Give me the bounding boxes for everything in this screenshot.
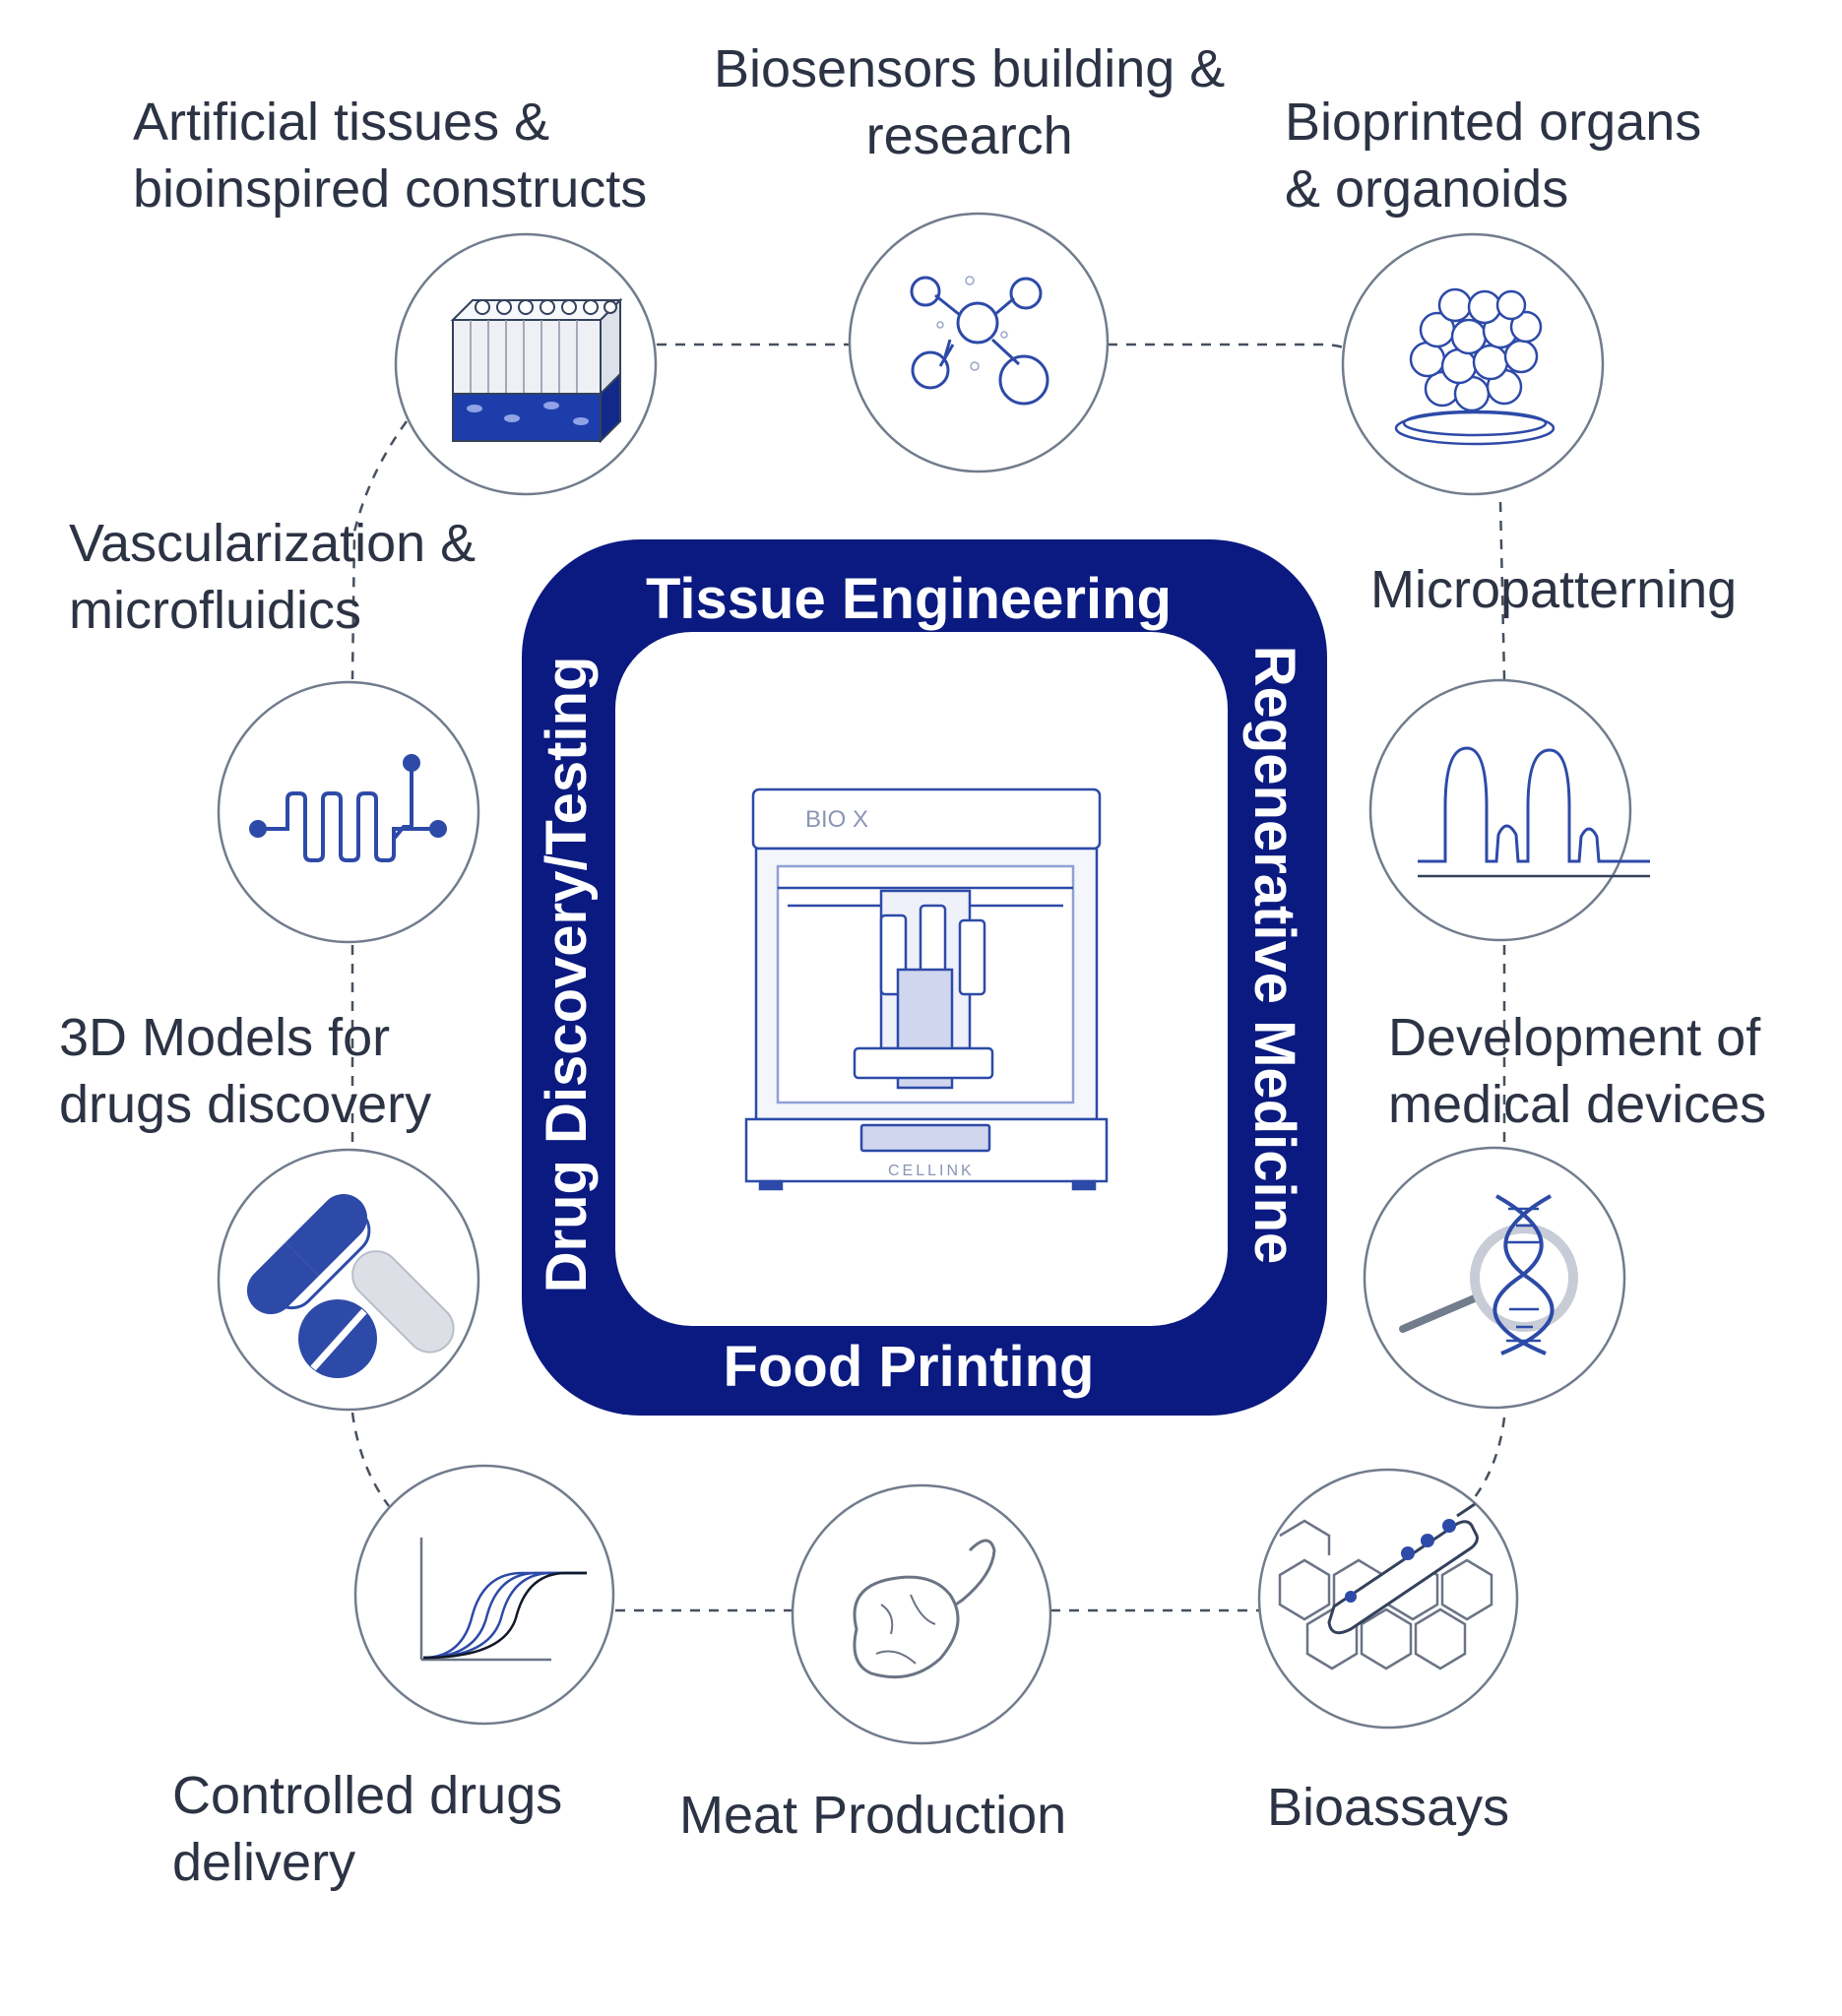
label-bioprinted-organs: Bioprinted organs& organoids	[1285, 93, 1702, 219]
circle-medical-devices	[1363, 1146, 1626, 1410]
meat-cut-icon	[853, 1539, 996, 1679]
band-label-top: Tissue Engineering	[646, 567, 1172, 631]
dna-magnifier-icon	[1399, 1194, 1578, 1355]
organoid-cluster-icon	[1394, 287, 1556, 446]
label-artificial-tissues: Artificial tissues &bioinspired construc…	[133, 93, 648, 219]
label-micropatterning: Micropatterning	[1370, 560, 1738, 619]
pills-icon	[246, 1193, 455, 1378]
molecule-network-icon	[910, 276, 1049, 406]
band-label-bottom: Food Printing	[724, 1335, 1095, 1399]
printer-maker: CELLINK	[888, 1163, 975, 1179]
band-label-left: Drug Discovery/Testing	[535, 657, 599, 1293]
micropattern-peaks-icon	[1418, 746, 1650, 878]
label-meat-production: Meat Production	[679, 1786, 1067, 1845]
microfluidic-channel-icon	[249, 754, 447, 862]
label-vascularization: Vascularization &microfluidics	[69, 514, 476, 640]
label-bioassays: Bioassays	[1267, 1778, 1510, 1837]
printer-brand: BIO X	[805, 806, 868, 833]
bioprinter-illustration: BIO X CELLINK	[744, 788, 1109, 1191]
pipette-hexagon-icon	[1278, 1502, 1493, 1670]
circle-micropatterning	[1368, 678, 1632, 942]
circle-controlled-delivery	[353, 1464, 615, 1726]
label-biosensors: Biosensors building &research	[714, 39, 1226, 165]
release-curves-icon	[419, 1538, 587, 1662]
tissue-block-icon	[450, 297, 623, 444]
band-label-right: Regenerative Medicine	[1242, 646, 1306, 1265]
circle-vascularization	[217, 680, 480, 944]
